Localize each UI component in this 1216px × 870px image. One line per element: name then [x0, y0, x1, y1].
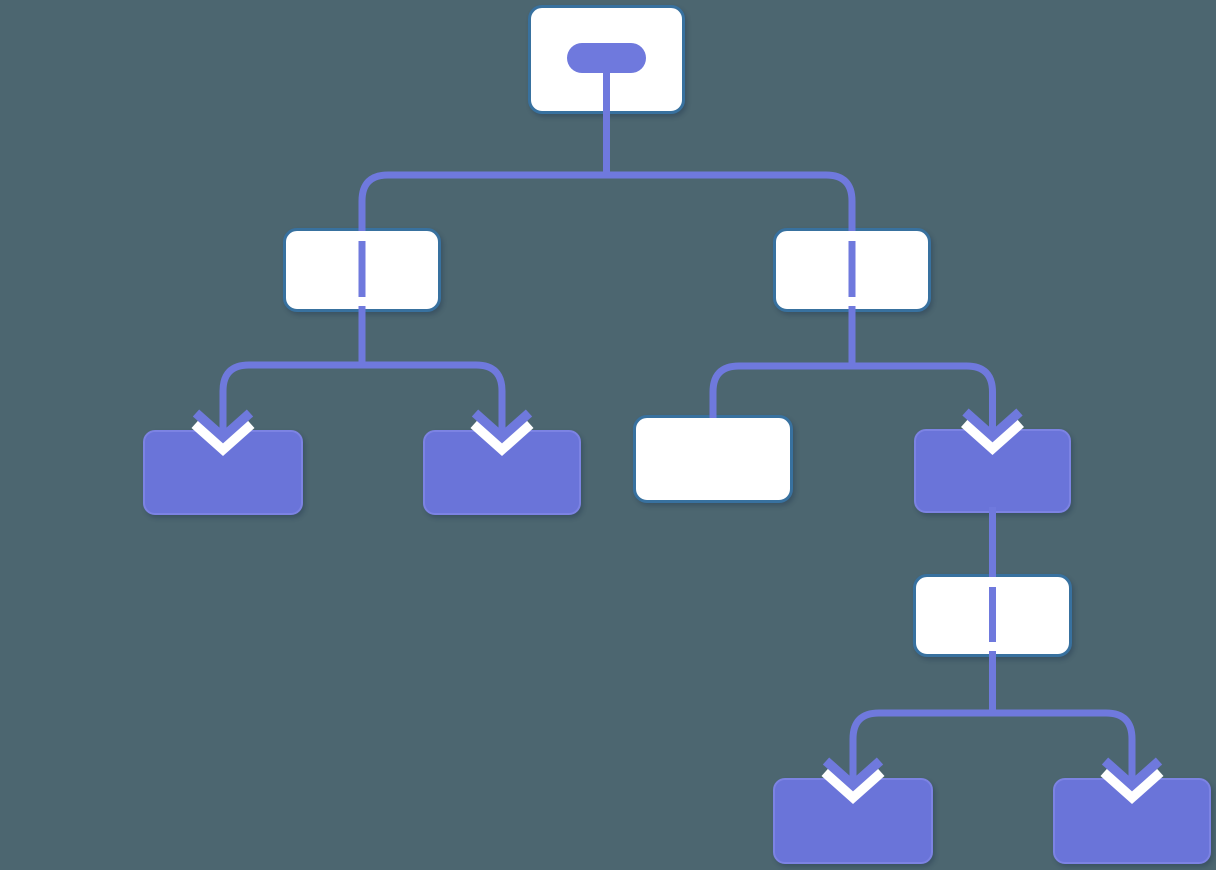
node-leaf-d[interactable] — [1053, 778, 1211, 864]
node-branch-right[interactable] — [773, 228, 931, 312]
node-branch-left[interactable] — [283, 228, 441, 312]
connector-fork-mid-white — [849, 709, 1136, 782]
node-mid-white[interactable] — [913, 574, 1072, 657]
node-leaf-c[interactable] — [773, 778, 933, 864]
connector-fork-branch-left — [219, 361, 506, 434]
node-leaf-b[interactable] — [423, 430, 581, 515]
connector-fork-root — [358, 171, 856, 231]
node-leaf-a[interactable] — [143, 430, 303, 515]
node-mid-purple[interactable] — [914, 429, 1071, 513]
node-root[interactable] — [528, 5, 685, 114]
node-leaf-white[interactable] — [633, 415, 793, 503]
